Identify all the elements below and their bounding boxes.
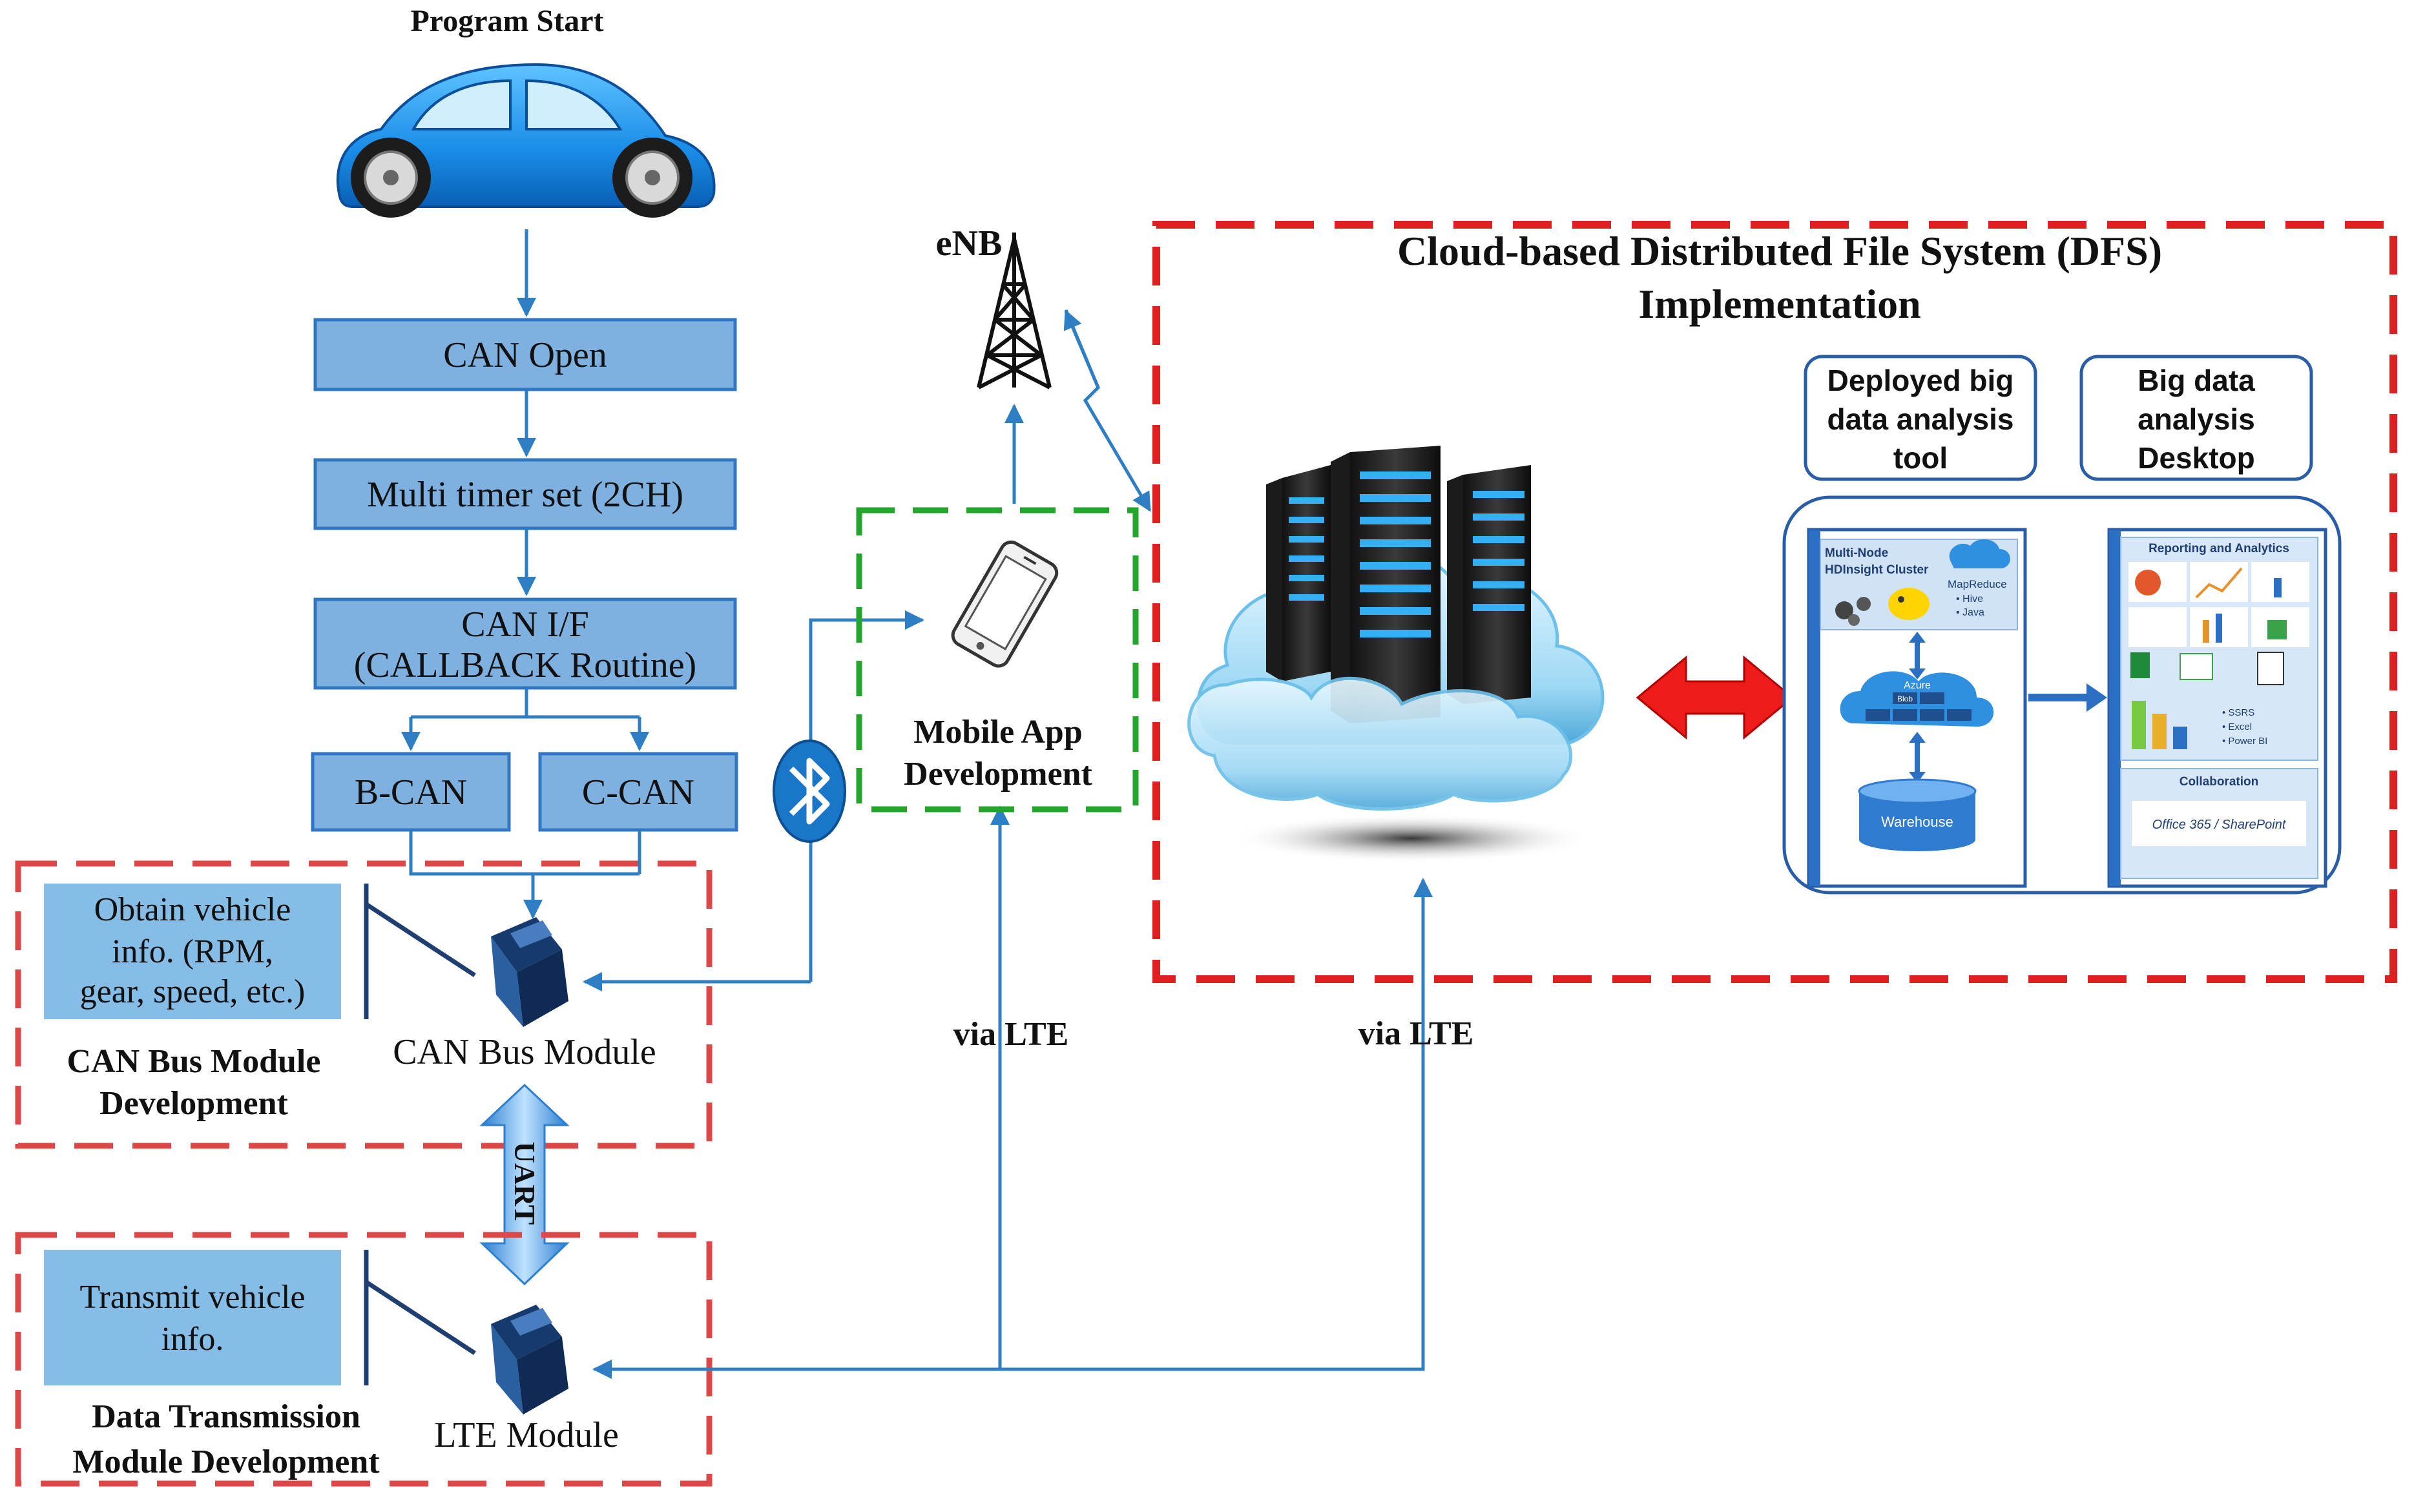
java-label: • Java [1956,607,1984,618]
uart-label: UART [508,1142,541,1225]
can-bus-dev-title-line1: CAN Bus Module [67,1043,321,1080]
hdinsight-title-line1: Multi-Node [1825,546,1888,560]
mapreduce-label: MapReduce [1948,578,2007,590]
red-bidirectional-arrow [1636,655,1795,740]
c-can-box: C-CAN [538,752,738,832]
mobile-app-label-line2: Development [904,756,1092,792]
collaboration-label: Collaboration [2180,775,2258,789]
can-open-label: CAN Open [443,335,607,375]
deployed-tool-line3: tool [1893,441,1948,475]
uart-bidirectional-arrow [479,1083,570,1286]
data-tx-dev-dashed-box [15,1232,713,1487]
b-can-box: B-CAN [311,752,511,832]
can-if-label-line1: CAN I/F [461,605,589,645]
multi-timer-label: Multi timer set (2CH) [367,475,683,515]
via-lte-left-label: via LTE [953,1016,1069,1053]
deployed-tool-line2: data analysis [1827,402,2014,436]
azure-label: Azure [1904,680,1931,691]
hdinsight-title-line2: HDInsight Cluster [1825,563,1929,577]
blob-label: Blob [1897,694,1913,703]
desktop-line2: analysis [2138,402,2255,436]
car-icon [336,63,716,218]
transmit-vehicle-info-box: Transmit vehicle info. [44,1250,341,1385]
smartphone-icon [951,540,1059,668]
cloud-server-icon [1187,446,1605,863]
b-can-label: B-CAN [355,772,467,813]
enb-label: eNB [936,223,1003,264]
data-tx-dev-title-line1: Data Transmission [92,1398,360,1435]
desktop-line3: Desktop [2138,441,2254,475]
reporting-title: Reporting and Analytics [2149,542,2289,555]
can-if-box: CAN I/F (CALLBACK Routine) [313,597,737,690]
program-start-label: Program Start [410,4,603,38]
can-bus-module-icon [491,917,568,1027]
powerbi-label: • Power BI [2222,736,2267,747]
can-bus-dev-dashed-box [15,860,713,1149]
connection-lines [592,404,1433,1379]
warehouse-label: Warehouse [1881,814,1953,830]
can-if-label-line2: (CALLBACK Routine) [354,645,696,685]
desktop-line1: Big data [2138,364,2255,397]
data-tx-connector-lines [364,1250,476,1385]
transmit-info-line2: info. [161,1321,224,1358]
enb-tower-icon [977,233,1052,389]
c-can-label: C-CAN [582,772,694,813]
can-open-box: CAN Open [313,318,737,391]
flow-arrows [401,229,649,919]
multi-timer-box: Multi timer set (2CH) [313,458,737,530]
can-bus-module-label: CAN Bus Module [393,1032,656,1072]
via-lte-right-label: via LTE [1358,1015,1474,1052]
lte-module-icon [491,1305,568,1414]
dfs-dashed-box [1152,221,2397,983]
obtain-info-line3: gear, speed, etc.) [80,973,306,1010]
obtain-info-line1: Obtain vehicle [94,891,291,928]
hive-label: • Hive [1956,594,1983,605]
office-label: Office 365 / SharePoint [2152,818,2287,832]
analysis-desktop-box: Big data analysis Desktop [2079,355,2313,481]
dfs-title-line2: Implementation [1638,281,1920,327]
bluetooth-icon [773,740,846,843]
can-bus-connector-lines [364,884,476,1019]
obtain-info-line2: info. (RPM, [112,933,273,970]
lte-module-label: LTE Module [434,1415,619,1455]
wireless-link-arrow [1063,309,1152,512]
obtain-vehicle-info-box: Obtain vehicle info. (RPM, gear, speed, … [44,884,341,1019]
mobile-app-dashed-box [856,507,1139,813]
ssrs-label: • SSRS [2222,707,2254,718]
excel-label: • Excel [2222,721,2252,732]
mobile-app-label-line1: Mobile App [913,714,1083,751]
analysis-architecture-panel: Multi-Node HDInsight Cluster MapReduce •… [1782,495,2342,895]
data-tx-dev-title-line2: Module Development [72,1444,380,1480]
transmit-info-line1: Transmit vehicle [79,1279,305,1316]
deployed-tool-box: Deployed big data analysis tool [1804,355,2037,481]
can-bus-dev-title-line2: Development [99,1085,288,1122]
deployed-tool-line1: Deployed big [1827,364,2014,397]
dfs-title-line1: Cloud-based Distributed File System (DFS… [1397,228,2162,274]
